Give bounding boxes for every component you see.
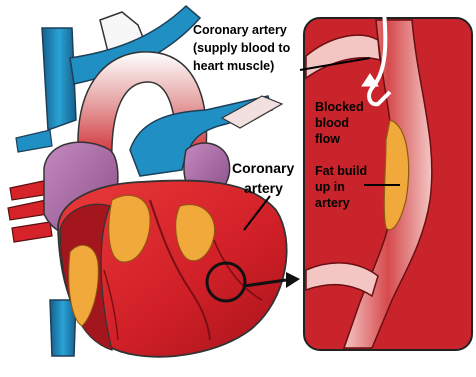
left-red-vessel-3 xyxy=(12,222,52,242)
label-coronary-artery-top-line1: Coronary artery xyxy=(193,23,287,38)
label-coronary-artery-top-line2: (supply blood to xyxy=(193,41,290,56)
label-blocked-line3: flow xyxy=(315,132,340,147)
label-fat-line3: artery xyxy=(315,196,350,211)
label-coronary-artery-mid-line1: Coronary xyxy=(232,160,294,177)
superior-vena-cava xyxy=(42,28,76,130)
left-red-vessel-2 xyxy=(8,200,48,220)
magnifier-arrow-head xyxy=(286,272,300,288)
left-blue-vessel xyxy=(16,130,52,152)
label-coronary-artery-mid-line2: artery xyxy=(244,180,283,197)
label-coronary-artery-top-line3: heart muscle) xyxy=(193,59,274,74)
label-blocked-line2: blood xyxy=(315,116,349,131)
label-blocked-line1: Blocked xyxy=(315,100,364,115)
label-fat-line1: Fat build xyxy=(315,164,367,179)
label-fat-line2: up in xyxy=(315,180,345,195)
